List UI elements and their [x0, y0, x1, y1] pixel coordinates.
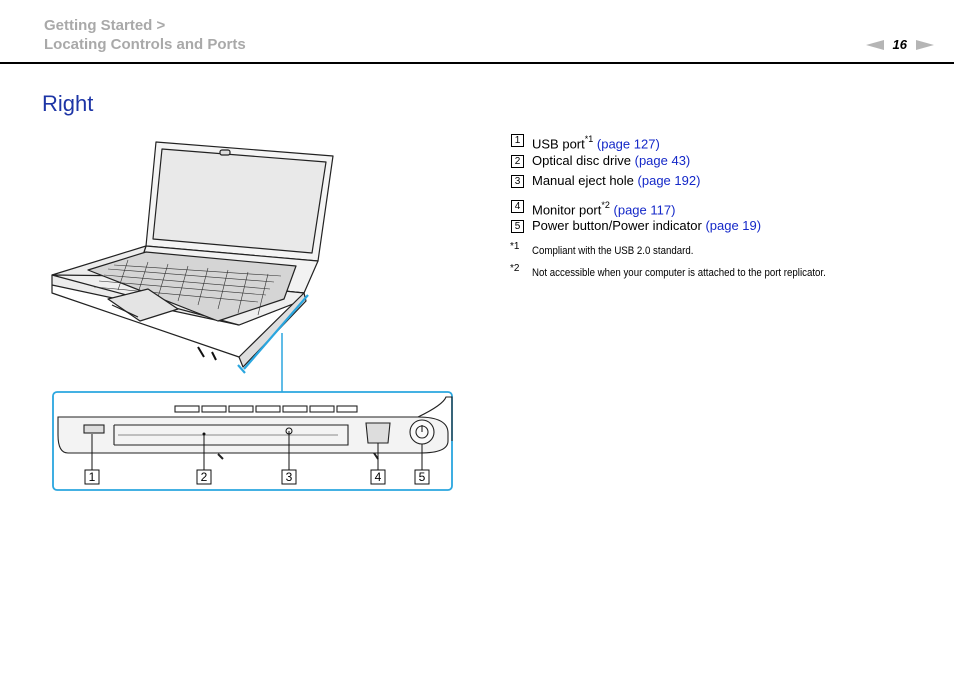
item-number: 5: [511, 220, 524, 233]
footnote-ref: *2: [601, 199, 610, 210]
laptop-right-side-illustration: 1 2 3 4 5: [51, 141, 453, 491]
callout-4: 4: [375, 470, 382, 484]
breadcrumb-section[interactable]: Getting Started >: [44, 17, 166, 34]
header-divider: [0, 62, 954, 64]
callout-2: 2: [201, 470, 208, 484]
footnote-text: Compliant with the USB 2.0 standard.: [532, 245, 694, 257]
page-link[interactable]: (page 43): [634, 152, 691, 168]
item-number: 2: [511, 154, 524, 168]
section-title: Right: [42, 91, 94, 116]
breadcrumb-page[interactable]: Locating Controls and Ports: [44, 36, 246, 53]
item-label: Monitor port: [532, 201, 602, 217]
page-link[interactable]: (page 19): [705, 218, 762, 233]
list-item: 4 Monitor port*2 (page 117): [510, 196, 930, 217]
list-item: 2 Optical disc drive (page 43): [510, 151, 930, 172]
next-page-arrow-icon[interactable]: [916, 39, 934, 50]
page-link[interactable]: (page 117): [613, 201, 676, 217]
item-number: 4: [511, 199, 524, 213]
item-label: USB port: [532, 136, 585, 152]
right-side-view: [57, 396, 453, 460]
item-number: 1: [511, 134, 524, 147]
list-item: 5 Power button/Power indicator (page 19): [510, 216, 930, 237]
page-navigation: 16: [865, 37, 934, 52]
page-link[interactable]: (page 192): [637, 173, 701, 188]
footnote-mark: *2: [510, 263, 520, 274]
item-number: 3: [511, 175, 524, 188]
item-label: Power button/Power indicator: [532, 218, 702, 233]
laptop-perspective-illustration: [51, 141, 334, 374]
callout-5: 5: [419, 470, 426, 484]
callout-3: 3: [286, 470, 293, 484]
footnote-ref: *1: [584, 134, 594, 144]
previous-page-arrow-icon[interactable]: [865, 39, 884, 50]
footnote: *1 Compliant with the USB 2.0 standard.: [510, 240, 940, 262]
callout-labels: 1 2 3 4 5: [84, 469, 430, 485]
page-number: 16: [892, 37, 907, 52]
footnote-mark: *1: [510, 241, 520, 252]
item-label: Optical disc drive: [532, 152, 631, 168]
list-item: 3 Manual eject hole (page 192): [510, 171, 930, 192]
callout-1: 1: [89, 470, 96, 484]
footnote-text: Not accessible when your computer is att…: [532, 267, 826, 279]
list-item: 1 USB port*1 (page 127): [510, 130, 930, 151]
component-list: 1 USB port*1 (page 127) 2 Optical disc d…: [510, 130, 930, 237]
footnote: *2 Not accessible when your computer is …: [510, 262, 940, 284]
page-link[interactable]: (page 127): [596, 136, 660, 152]
usb-port-shape: [83, 424, 105, 434]
footnotes: *1 Compliant with the USB 2.0 standard. …: [510, 240, 940, 284]
item-label: Manual eject hole: [532, 173, 634, 188]
